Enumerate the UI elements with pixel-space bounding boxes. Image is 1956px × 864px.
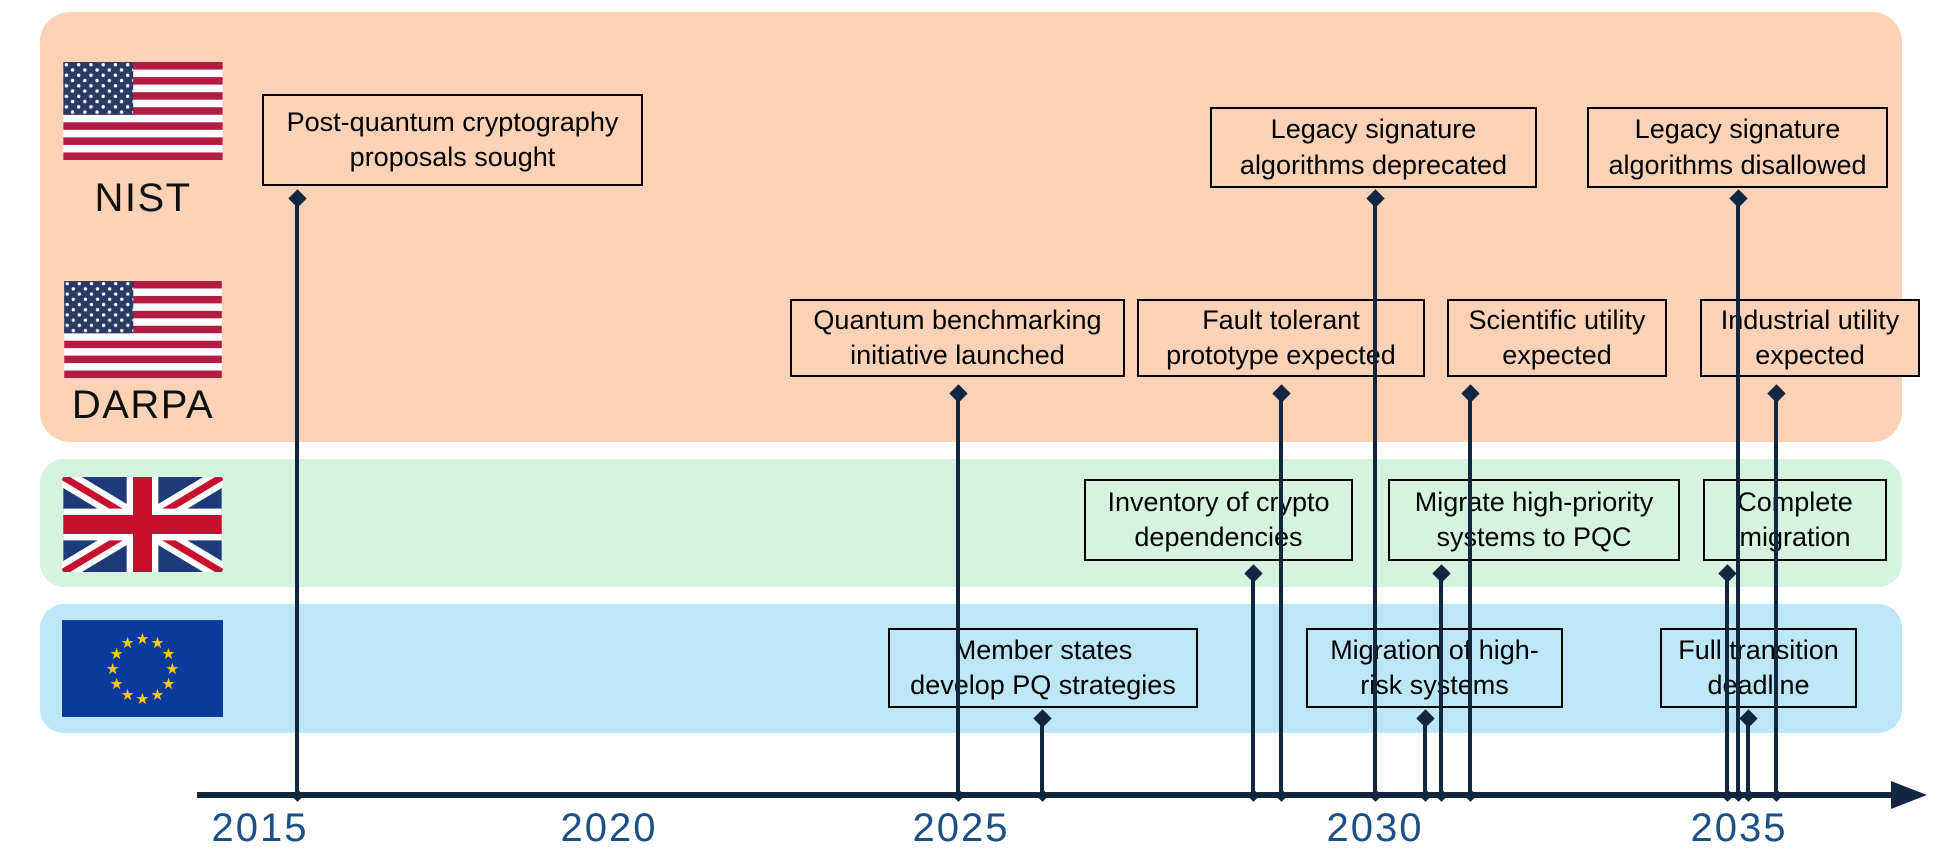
uk-flag-icon [62, 477, 223, 572]
event-line-legacy-deprecated [1373, 198, 1377, 797]
svg-text:★: ★ [121, 686, 135, 704]
event-box-crypto-inventory: Inventory of crypto dependencies [1084, 479, 1353, 561]
event-line-quantum-benchmarking [956, 393, 960, 797]
us-flag-icon [63, 62, 223, 160]
event-box-legacy-deprecated: Legacy signature algorithms deprecated [1210, 107, 1537, 188]
event-line-crypto-inventory [1251, 573, 1255, 797]
event-box-full-transition: Full transition deadline [1660, 628, 1857, 708]
event-box-industrial-utility: Industrial utility expected [1700, 299, 1920, 377]
axis-marker-diamond [1246, 788, 1260, 802]
event-label: Migrate high-priority systems to PQC [1414, 486, 1654, 552]
nist-darpa-band [40, 12, 1902, 442]
event-line-migrate-high-priority [1439, 573, 1443, 797]
axis-year-2025: 2025 [912, 806, 1010, 850]
svg-text:★: ★ [150, 634, 164, 652]
event-line-full-transition [1746, 718, 1750, 797]
eu-flag-icon: ★★ ★★ ★★ ★★ ★★ ★★ [62, 620, 223, 717]
axis-marker-diamond [951, 788, 965, 802]
svg-text:★: ★ [110, 675, 124, 693]
axis-marker-diamond [290, 788, 304, 802]
event-box-scientific-utility: Scientific utility expected [1447, 299, 1667, 377]
event-line-pq-proposals [295, 198, 299, 797]
event-box-legacy-disallowed: Legacy signature algorithms disallowed [1587, 107, 1888, 188]
svg-text:★: ★ [110, 645, 124, 663]
svg-text:★: ★ [121, 634, 135, 652]
event-line-migrate-high-risk [1423, 718, 1427, 797]
svg-text:★: ★ [161, 675, 175, 693]
svg-text:★: ★ [136, 690, 150, 708]
event-label: Complete migration [1737, 486, 1853, 552]
axis-marker-diamond [1035, 788, 1049, 802]
axis-marker-diamond [1463, 788, 1477, 802]
axis-marker-diamond [1769, 788, 1783, 802]
nist-label: NIST [94, 176, 192, 220]
event-box-fault-tolerant-prototype: Fault tolerant prototype expected [1137, 299, 1425, 377]
event-box-pq-proposals: Post-quantum cryptography proposals soug… [262, 94, 643, 186]
darpa-label: DARPA [71, 383, 215, 427]
axis-year-2030: 2030 [1326, 806, 1424, 850]
svg-text:★: ★ [136, 630, 150, 648]
event-label: Quantum benchmarking initiative launched [813, 304, 1102, 370]
event-box-migrate-high-risk: Migration of high- risk systems [1306, 628, 1563, 708]
event-box-member-states-strategies: Member states develop PQ strategies [888, 628, 1198, 708]
axis-year-2020: 2020 [560, 806, 658, 850]
event-line-member-states-strategies [1040, 718, 1044, 797]
event-label: Scientific utility expected [1468, 304, 1646, 370]
us-flag-icon [64, 281, 222, 378]
event-label: Inventory of crypto dependencies [1107, 486, 1330, 552]
event-label: Full transition deadline [1678, 634, 1839, 700]
event-label: Industrial utility expected [1720, 304, 1900, 370]
event-line-industrial-utility [1774, 393, 1778, 797]
svg-text:★: ★ [161, 645, 175, 663]
axis-marker-diamond [1274, 788, 1288, 802]
event-box-complete-migration: Complete migration [1703, 479, 1887, 561]
axis-arrowhead-icon [1891, 781, 1927, 809]
event-box-migrate-high-priority: Migrate high-priority systems to PQC [1388, 479, 1680, 561]
event-line-scientific-utility [1468, 393, 1472, 797]
axis-marker-diamond [1741, 788, 1755, 802]
event-label: Legacy signature algorithms deprecated [1239, 114, 1508, 180]
event-label: Member states develop PQ strategies [910, 634, 1176, 700]
axis-year-2035: 2035 [1690, 806, 1788, 850]
event-box-quantum-benchmarking: Quantum benchmarking initiative launched [790, 299, 1125, 377]
axis-year-2015: 2015 [211, 806, 309, 850]
event-line-fault-tolerant-prototype [1279, 393, 1283, 797]
svg-text:★: ★ [150, 686, 164, 704]
axis-marker-diamond [1434, 788, 1448, 802]
event-label: Migration of high- risk systems [1330, 634, 1539, 700]
svg-text:★: ★ [106, 660, 120, 678]
event-line-complete-migration [1725, 573, 1729, 797]
event-label: Post-quantum cryptography proposals soug… [286, 106, 619, 172]
svg-text:★: ★ [165, 660, 179, 678]
event-label: Legacy signature algorithms disallowed [1608, 114, 1867, 180]
axis-marker-diamond [1368, 788, 1382, 802]
event-label: Fault tolerant prototype expected [1166, 304, 1396, 370]
axis-marker-diamond [1418, 788, 1432, 802]
event-line-legacy-disallowed [1736, 198, 1740, 797]
